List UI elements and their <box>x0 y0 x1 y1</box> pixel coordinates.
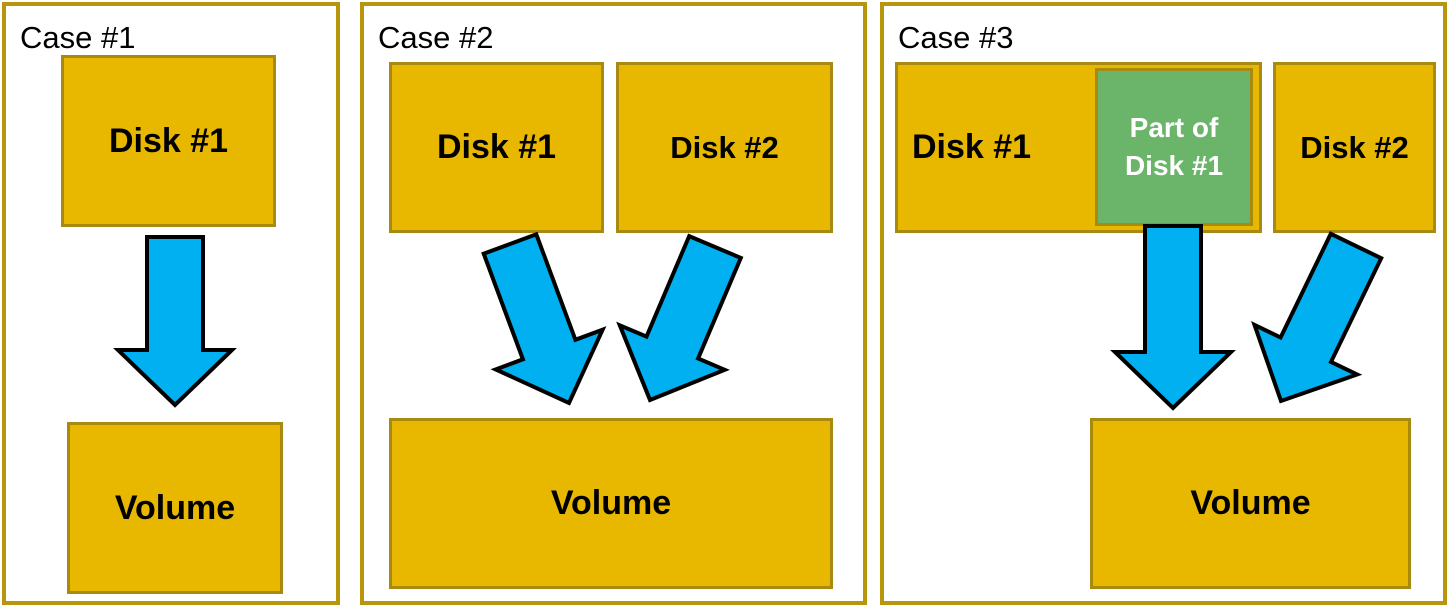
case-2-disk-2: Disk #2 <box>616 62 833 233</box>
case-2-disk-1-label: Disk #1 <box>436 128 557 166</box>
case-3-disk-2: Disk #2 <box>1273 62 1436 233</box>
case-3-volume-label: Volume <box>1190 484 1311 522</box>
case-2-disk-2-label: Disk #2 <box>670 129 779 165</box>
case-2-volume-label: Volume <box>550 484 672 522</box>
case-2-volume: Volume <box>389 418 833 589</box>
case-3-disk-2-label: Disk #2 <box>1300 129 1409 165</box>
case-3-partition-label-line-2: Disk #1 <box>1124 150 1224 181</box>
case-1-volume-label: Volume <box>114 488 236 527</box>
case-3-title: Case #3 <box>898 20 1014 55</box>
case-1-title: Case #1 <box>20 20 136 55</box>
case-1-volume: Volume <box>67 422 283 594</box>
case-3-partition-of-disk-1: Part of Disk #1 <box>1095 68 1253 226</box>
case-2-title: Case #2 <box>378 20 494 55</box>
case-1-disk-1-label: Disk #1 <box>108 121 229 160</box>
case-1-disk-1: Disk #1 <box>61 55 276 227</box>
case-2-disk-1: Disk #1 <box>389 62 604 233</box>
case-3-disk-1-label: Disk #1 <box>912 128 1032 166</box>
case-3-partition-label-line-1: Part of <box>1129 112 1219 144</box>
case-3-volume: Volume <box>1090 418 1411 589</box>
